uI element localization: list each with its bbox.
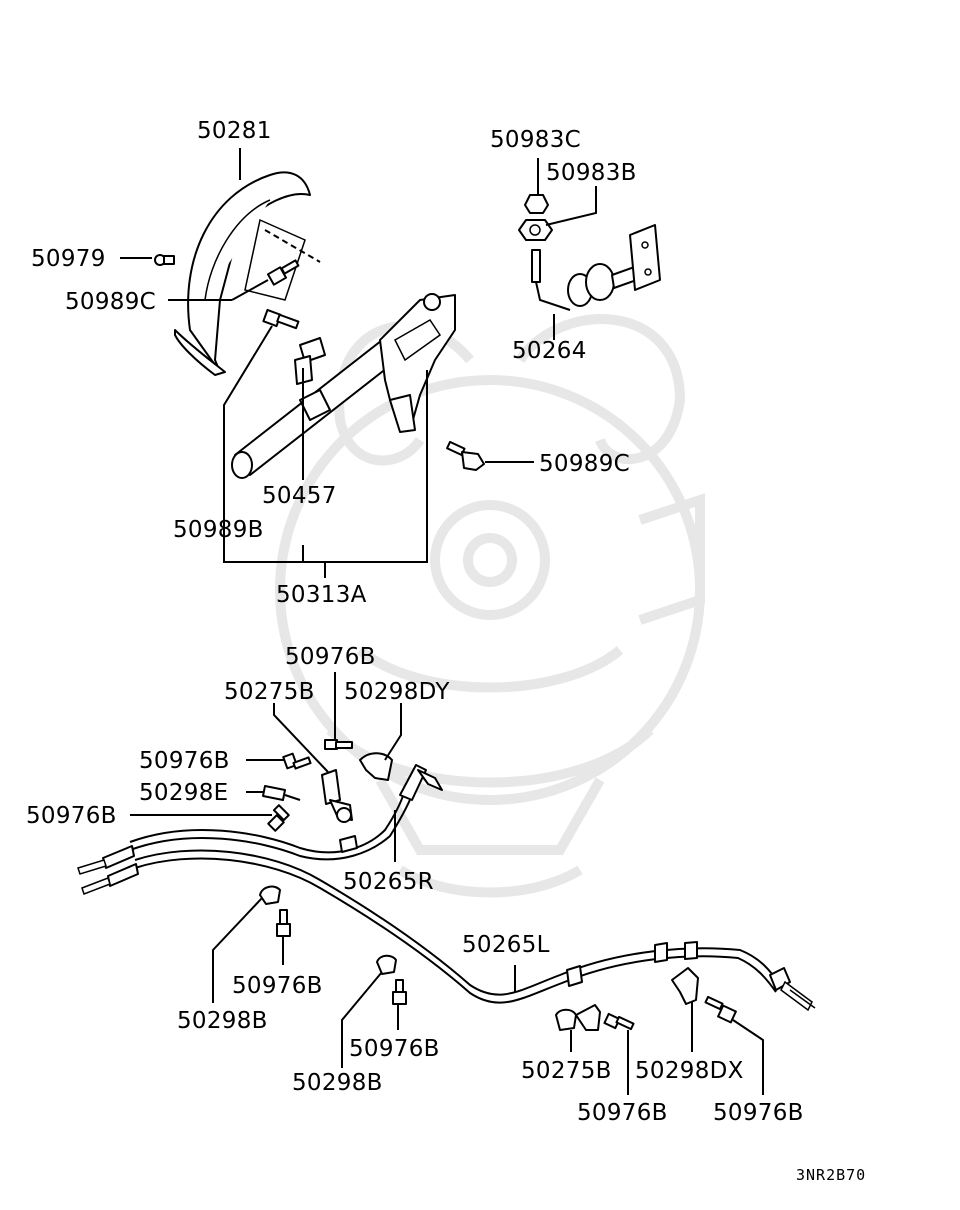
part-labels: 50281 50979 50989C 50983C 50983B 50264 5… xyxy=(26,118,866,1184)
label-50298B-left: 50298B xyxy=(177,1008,268,1034)
bolt-50976B-4 xyxy=(276,909,291,937)
label-50313A: 50313A xyxy=(276,582,367,608)
cable-50265R xyxy=(77,764,443,875)
label-50976B-3: 50976B xyxy=(26,803,117,829)
label-50976B-2: 50976B xyxy=(139,748,230,774)
watermark-emblem xyxy=(275,314,705,898)
label-50275B-lower: 50275B xyxy=(521,1058,612,1084)
label-50976B-1: 50976B xyxy=(285,644,376,670)
clamp-50298DX xyxy=(671,967,699,1005)
label-50281: 50281 xyxy=(197,118,272,144)
label-50989C-lower: 50989C xyxy=(539,451,630,477)
label-50298DX: 50298DX xyxy=(635,1058,744,1084)
bolt-50989B xyxy=(262,308,300,330)
leader-lines xyxy=(120,148,764,1095)
label-50275B-upper: 50275B xyxy=(224,679,315,705)
switch-50264 xyxy=(531,224,661,311)
label-50976B-4: 50976B xyxy=(232,973,323,999)
clamp-50298B-mid xyxy=(376,954,397,975)
label-50457: 50457 xyxy=(262,483,337,509)
bolt-50976B-3 xyxy=(267,804,290,832)
clamp-50298DY xyxy=(359,752,393,781)
nut-50983B xyxy=(518,219,553,241)
label-50976B-5: 50976B xyxy=(349,1036,440,1062)
clamp-50298B-left xyxy=(259,885,281,905)
label-50265L: 50265L xyxy=(462,932,550,958)
label-50298DY: 50298DY xyxy=(344,679,450,705)
bolt-50976B-6 xyxy=(603,1012,635,1031)
diagram-code: 3NR2B70 xyxy=(796,1166,866,1184)
bolt-50979 xyxy=(154,254,175,266)
label-50989C-upper: 50989C xyxy=(65,289,156,315)
bracket-50275B-lower xyxy=(555,1004,601,1031)
nut-50983C xyxy=(524,194,549,214)
bolt-50989C-lower xyxy=(446,440,485,471)
label-50265R: 50265R xyxy=(343,869,434,895)
lever-assembly-50313A xyxy=(231,293,456,479)
bolt-50976B-5 xyxy=(392,979,407,1005)
bolt-50989C-upper xyxy=(266,259,300,286)
label-50976B-7: 50976B xyxy=(713,1100,804,1126)
label-50979: 50979 xyxy=(31,246,106,272)
bolt-50976B-7 xyxy=(704,995,737,1024)
label-50983B: 50983B xyxy=(546,160,637,186)
clip-50457 xyxy=(294,337,326,385)
cover-50281 xyxy=(174,171,321,376)
label-50976B-6: 50976B xyxy=(577,1100,668,1126)
clip-50298E xyxy=(262,785,301,801)
label-50298B-mid: 50298B xyxy=(292,1070,383,1096)
label-50298E: 50298E xyxy=(139,780,229,806)
bolt-50976B-1 xyxy=(324,739,353,750)
cable-50265L xyxy=(81,849,816,1012)
bracket-50275B-upper xyxy=(321,769,353,823)
label-50989B: 50989B xyxy=(173,517,264,543)
bolt-50976B-2 xyxy=(282,752,312,770)
label-50264: 50264 xyxy=(512,338,587,364)
label-50983C: 50983C xyxy=(490,127,581,153)
